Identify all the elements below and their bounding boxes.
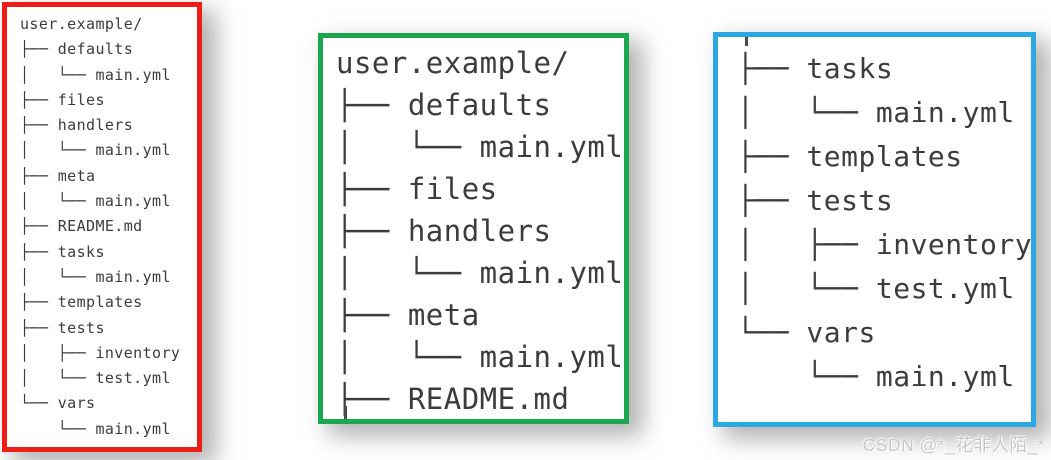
csdn-watermark: CSDN @*_花非人陌_* <box>862 435 1045 455</box>
tree-line: ├── tasks <box>20 242 105 261</box>
tree-line: ├── templates <box>737 140 963 173</box>
tree-line: ├── tests <box>737 184 894 217</box>
tree-line: ├── handlers <box>20 116 134 135</box>
tree-line: ├── README.md <box>336 382 570 416</box>
tree-line: │ └── main.yml <box>20 267 171 286</box>
tree-line: │ └── main.yml <box>20 192 171 211</box>
tree-line: user.example/ <box>336 46 570 80</box>
tree-line: ├── files <box>336 172 498 206</box>
tree-line: │ └── main.yml <box>336 256 624 290</box>
tree-line: └── vars <box>737 316 876 349</box>
tree-trunk-fragment-top <box>745 37 748 46</box>
tree-trunk-fragment-bottom <box>344 406 347 419</box>
tree-line: ├── tests <box>20 318 105 337</box>
tree-line: │ └── main.yml <box>336 130 624 164</box>
tree-line: ├── defaults <box>336 88 552 122</box>
tree-line: │ ├── inventory <box>737 228 1033 261</box>
tree-line: ├── README.md <box>20 217 143 236</box>
tree-line: │ └── main.yml <box>737 96 1015 129</box>
tree-panel-full: user.example/ ├── defaults │ └── main.yml ├… <box>2 2 202 452</box>
tree-line: │ └── main.yml <box>20 65 171 84</box>
tree-line: └── main.yml <box>20 419 171 438</box>
tree-panel-top-zoom: user.example/ ├── defaults │ └── main.yml ├… <box>318 33 629 424</box>
tree-line: user.example/ <box>20 15 143 33</box>
tree-line: │ └── main.yml <box>336 340 624 374</box>
tree-line: │ └── test.yml <box>737 272 1015 305</box>
tree-line: ├── meta <box>20 166 96 185</box>
tree-line: ├── defaults <box>20 40 134 59</box>
directory-tree-top-half: user.example/ ├── defaults │ └── main.yml ├… <box>323 38 624 419</box>
tree-line: └── vars <box>20 394 96 413</box>
tree-line: ├── tasks <box>737 52 894 85</box>
tree-line: │ └── main.yml <box>20 141 171 160</box>
tree-line: ├── handlers <box>336 214 552 248</box>
tree-line: │ ├── inventory <box>20 343 181 362</box>
tree-line: │ └── test.yml <box>20 369 171 388</box>
tree-line: ├── templates <box>20 293 143 312</box>
tree-panel-bottom-zoom: ├── tasks │ └── main.yml ├── templates ├── … <box>713 32 1036 427</box>
directory-tree-bottom-half: ├── tasks │ └── main.yml ├── templates ├── … <box>718 37 1031 399</box>
tree-line: ├── files <box>20 90 105 109</box>
tree-line: └── main.yml <box>737 360 1015 393</box>
tree-line: ├── meta <box>336 298 480 332</box>
directory-tree-full: user.example/ ├── defaults │ └── main.yml ├… <box>7 7 197 442</box>
